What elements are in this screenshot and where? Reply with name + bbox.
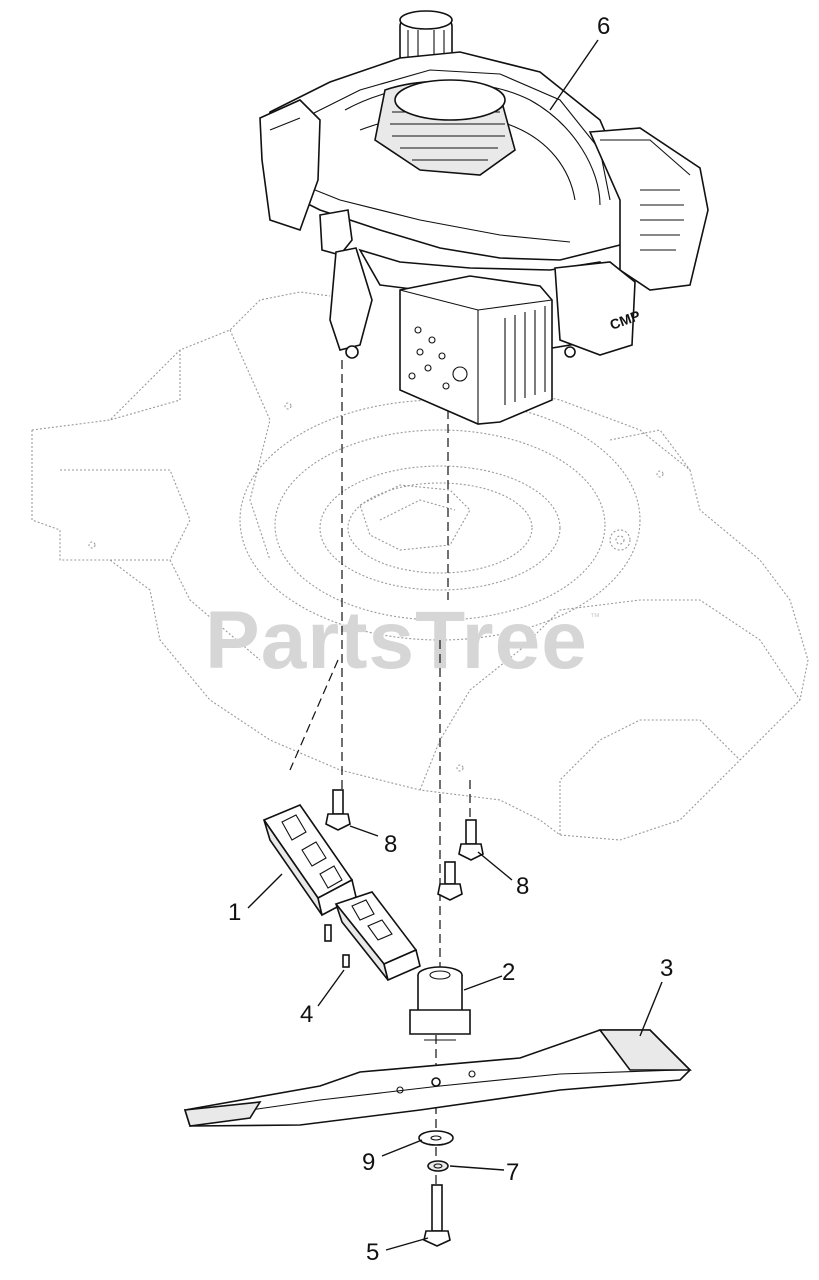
callout-9: 9 bbox=[362, 1149, 375, 1176]
blade-adapter-hub bbox=[409, 966, 471, 1041]
watermark: PartsTree ™ bbox=[205, 595, 600, 686]
callout-1: 1 bbox=[228, 899, 241, 926]
callout-4: 4 bbox=[300, 1001, 313, 1028]
washer-9 bbox=[418, 1130, 454, 1146]
callout-2: 2 bbox=[502, 959, 515, 986]
callout-labels: 6 8 8 1 2 3 4 9 7 5 bbox=[228, 13, 673, 1266]
callout-7: 7 bbox=[506, 1159, 519, 1186]
watermark-trademark: ™ bbox=[590, 612, 600, 623]
mower-blade bbox=[183, 1029, 692, 1127]
bolt-8-right bbox=[458, 819, 484, 861]
engine-assembly: CMP bbox=[259, 10, 709, 425]
bolt-8-left bbox=[325, 789, 351, 831]
callout-5: 5 bbox=[366, 1239, 379, 1266]
callout-8a: 8 bbox=[384, 831, 397, 858]
leader-lines bbox=[247, 39, 663, 1251]
watermark-text: PartsTree bbox=[205, 595, 588, 686]
blade-bolt-5 bbox=[423, 1184, 451, 1247]
lock-washer-7 bbox=[427, 1160, 449, 1172]
bolt-8-center bbox=[437, 861, 463, 901]
callout-8b: 8 bbox=[516, 873, 529, 900]
callout-6: 6 bbox=[597, 13, 610, 40]
callout-3: 3 bbox=[660, 955, 673, 982]
blade-adapter-bracket-lower bbox=[334, 891, 421, 982]
